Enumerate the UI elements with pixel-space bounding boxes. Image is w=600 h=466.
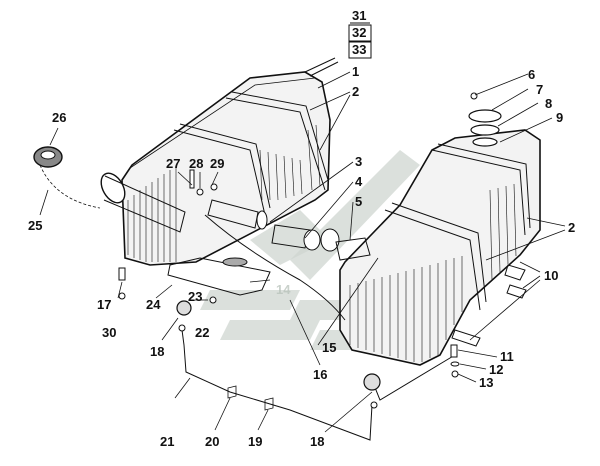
label-32: 32 — [352, 25, 366, 40]
label-12: 12 — [489, 362, 503, 377]
bottom-bracket-plate — [167, 257, 271, 296]
fuel-lines — [176, 214, 456, 441]
label-boxes — [348, 22, 372, 59]
label-29: 29 — [210, 156, 224, 171]
label-15: 15 — [322, 340, 336, 355]
filler-cap-with-chain — [33, 146, 101, 209]
label-13: 13 — [479, 375, 493, 390]
label-31: 31 — [352, 8, 366, 23]
label-27: 27 — [166, 156, 180, 171]
label-20: 20 — [205, 434, 219, 449]
label-24: 24 — [146, 297, 161, 312]
label-2b: 2 — [568, 220, 575, 235]
label-18a: 18 — [150, 344, 164, 359]
label-16: 16 — [313, 367, 327, 382]
small-hardware — [118, 169, 460, 378]
leader-lines — [39, 71, 566, 433]
label-30: 30 — [102, 325, 116, 340]
label-17: 17 — [97, 297, 111, 312]
label-1: 1 — [352, 64, 359, 79]
left-fuel-tank — [100, 57, 339, 266]
label-5: 5 — [355, 194, 362, 209]
label-33: 33 — [352, 42, 366, 57]
label-14: 14 — [276, 282, 291, 297]
label-7: 7 — [536, 82, 543, 97]
label-9: 9 — [556, 110, 563, 125]
label-26: 26 — [52, 110, 66, 125]
label-10: 10 — [544, 268, 558, 283]
label-21: 21 — [160, 434, 174, 449]
label-28: 28 — [189, 156, 203, 171]
label-23: 23 — [188, 289, 202, 304]
label-4: 4 — [355, 174, 363, 189]
right-fuel-tank — [339, 92, 541, 366]
fuel-strainer-parts — [207, 199, 371, 261]
label-19: 19 — [248, 434, 262, 449]
part-labels: 31 32 33 1 2 3 4 5 6 7 8 9 2 10 11 12 13… — [28, 8, 575, 449]
label-18b: 18 — [310, 434, 324, 449]
label-22: 22 — [195, 325, 209, 340]
label-6: 6 — [528, 67, 535, 82]
label-2a: 2 — [352, 84, 359, 99]
label-11: 11 — [500, 349, 514, 364]
label-25: 25 — [28, 218, 42, 233]
label-8: 8 — [545, 96, 552, 111]
label-3: 3 — [355, 154, 362, 169]
watermark-logo — [200, 150, 420, 350]
